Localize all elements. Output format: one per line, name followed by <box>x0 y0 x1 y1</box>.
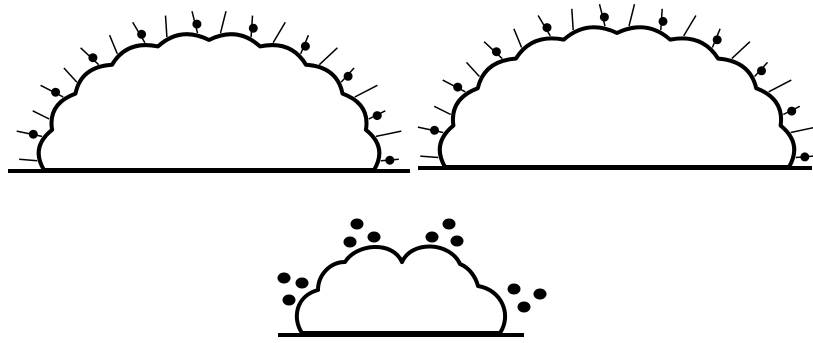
panel-top-left <box>8 11 410 171</box>
particle-dot <box>301 42 310 51</box>
spike-line <box>19 159 37 161</box>
spike-line <box>791 127 813 132</box>
detached-particle <box>283 295 296 306</box>
detached-particle <box>344 237 357 248</box>
detached-particle <box>451 236 464 247</box>
particle-dot <box>713 35 722 44</box>
spike-line <box>319 48 337 65</box>
detached-particle <box>508 284 521 295</box>
particle-dot <box>137 30 146 39</box>
particle-dot <box>88 53 97 62</box>
detached-particle <box>296 278 309 289</box>
particle-dot <box>453 83 462 92</box>
spike-line <box>221 11 227 33</box>
particle-dot <box>51 88 60 97</box>
detached-particle <box>518 302 531 313</box>
detached-particle <box>278 273 291 284</box>
particle-dot <box>600 13 609 22</box>
particle-dot <box>192 20 201 29</box>
particle-dot <box>344 72 353 81</box>
spike-line <box>514 29 522 48</box>
detached-particle <box>426 232 439 243</box>
particle-dot <box>787 107 796 116</box>
spike-line <box>110 35 118 54</box>
spike-line <box>732 42 750 59</box>
particle-dot <box>492 47 501 56</box>
spike-line <box>629 4 635 26</box>
particle-dot <box>29 130 38 139</box>
detached-particle <box>368 232 381 243</box>
particle-dot <box>659 17 668 26</box>
spike-line <box>467 62 480 76</box>
spike-line <box>376 131 401 136</box>
panel-bottom-center <box>278 219 547 336</box>
particle-dot <box>800 152 809 161</box>
spike-line <box>434 106 451 114</box>
detached-particle <box>534 289 547 300</box>
spike-line <box>33 111 50 119</box>
particle-dot <box>757 66 766 75</box>
particle-dot <box>543 23 552 32</box>
spike-line <box>355 85 378 97</box>
spike-line <box>273 22 285 43</box>
spike-line <box>572 9 573 30</box>
spike-line <box>684 16 696 36</box>
vesicle-outline <box>440 27 794 167</box>
panel-top-right <box>418 4 813 168</box>
particle-dot <box>430 126 439 135</box>
spike-line <box>64 68 77 82</box>
spike-line <box>420 156 438 157</box>
vesicle-outline <box>297 246 505 333</box>
spike-line <box>769 80 792 92</box>
detached-particle <box>443 219 456 230</box>
detached-particle <box>351 219 364 230</box>
particle-dot <box>385 156 394 165</box>
particle-dot <box>373 111 382 120</box>
particle-dot <box>249 24 258 33</box>
spike-line <box>166 16 167 37</box>
